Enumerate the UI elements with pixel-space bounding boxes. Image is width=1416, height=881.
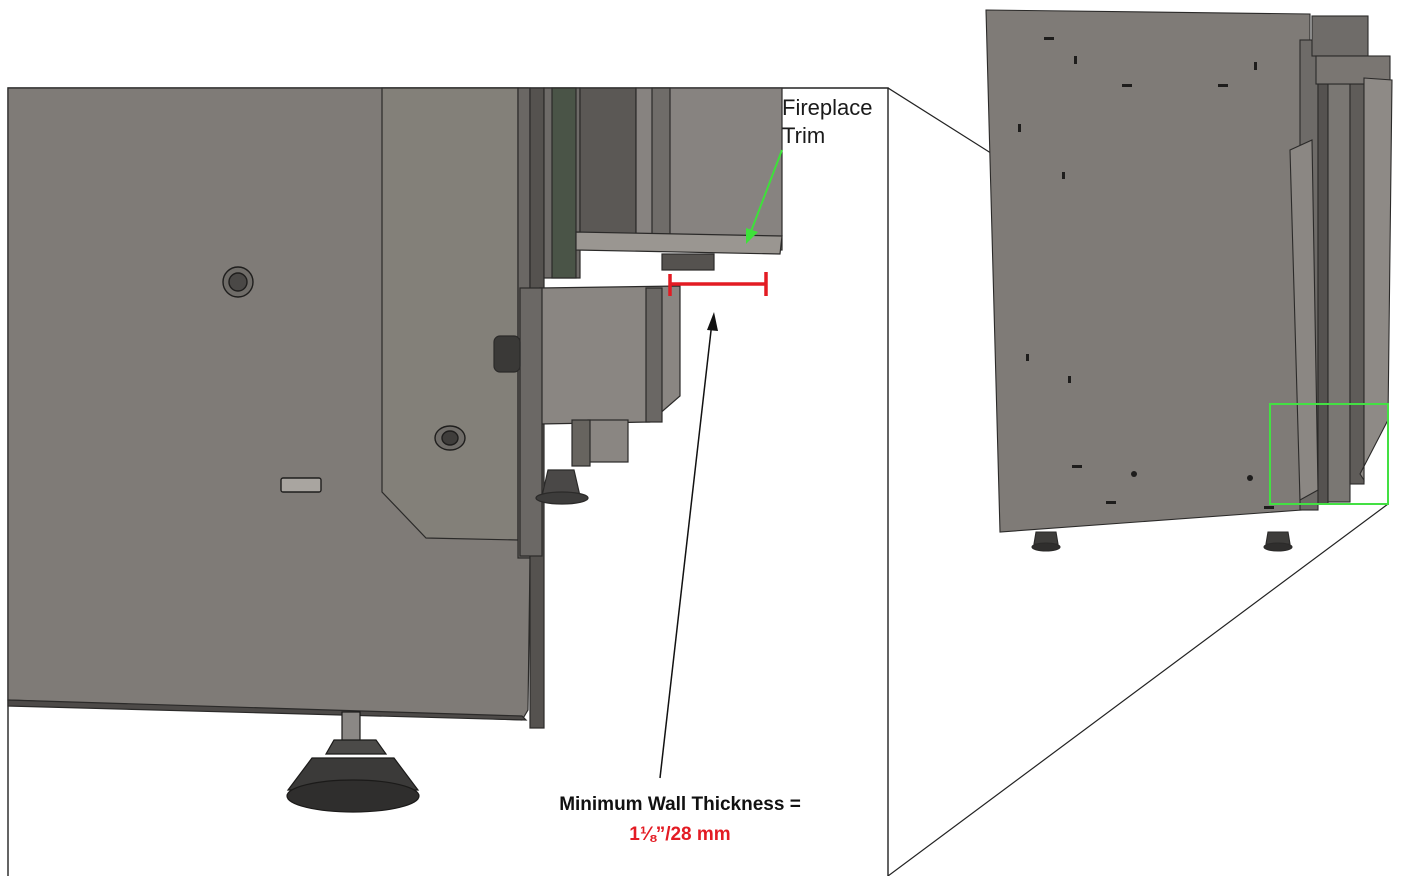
wall-thickness-dimension bbox=[668, 272, 768, 296]
leveling-foot bbox=[286, 711, 420, 813]
detail-highlight-box bbox=[1269, 403, 1389, 505]
wall-thickness-value: 1⅛”/28 mm bbox=[629, 824, 731, 845]
full-fireplace-side bbox=[985, 9, 1393, 552]
wall-thickness-text: Minimum Wall Thickness = bbox=[559, 794, 801, 815]
panel-slot bbox=[280, 477, 322, 493]
trim-label-line-2: Trim bbox=[782, 123, 826, 148]
wall-thickness-label: Minimum Wall Thickness = 1⅛”/28 mm bbox=[500, 790, 860, 850]
fireplace-trim-label: Fireplace Trim bbox=[782, 94, 872, 150]
enlarged-fireplace-side bbox=[7, 87, 783, 729]
panel-fasteners bbox=[222, 266, 466, 493]
trim-label-line-1: Fireplace bbox=[782, 95, 873, 120]
wall-thickness-leader bbox=[659, 312, 718, 779]
inner-plate bbox=[381, 87, 519, 541]
trim-leader bbox=[746, 149, 783, 244]
full-view-holes bbox=[1018, 37, 1274, 509]
